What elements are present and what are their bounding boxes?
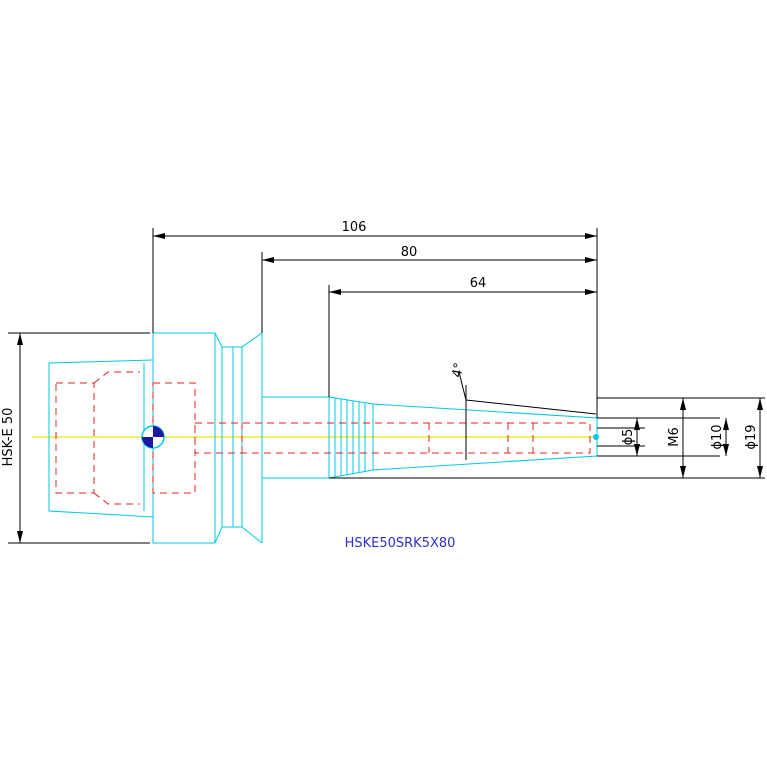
dim-bore-label: ϕ5 [621,429,636,446]
shank-spec-label: HSK-E 50 [1,408,16,467]
hidden-lines [55,371,591,505]
dimension-lines [8,228,765,544]
dim-nose-dia-label: ϕ10 [710,424,725,449]
tool-outline [48,332,598,544]
dim-thread-label: M6 [667,427,682,447]
neck-body [262,396,330,479]
dim-80-label: 80 [401,245,418,260]
dim-64-label: 64 [470,276,487,291]
model-label: HSKE50SRK5X80 [345,536,456,551]
taper-angle-label: 4° [450,361,468,379]
dim-106-label: 106 [342,220,367,235]
nose-tip-marker-icon [593,434,599,440]
hsk-taper-shank [48,359,154,518]
dim-body-dia-label: ϕ19 [744,424,759,449]
balance-target-icon [141,425,165,449]
